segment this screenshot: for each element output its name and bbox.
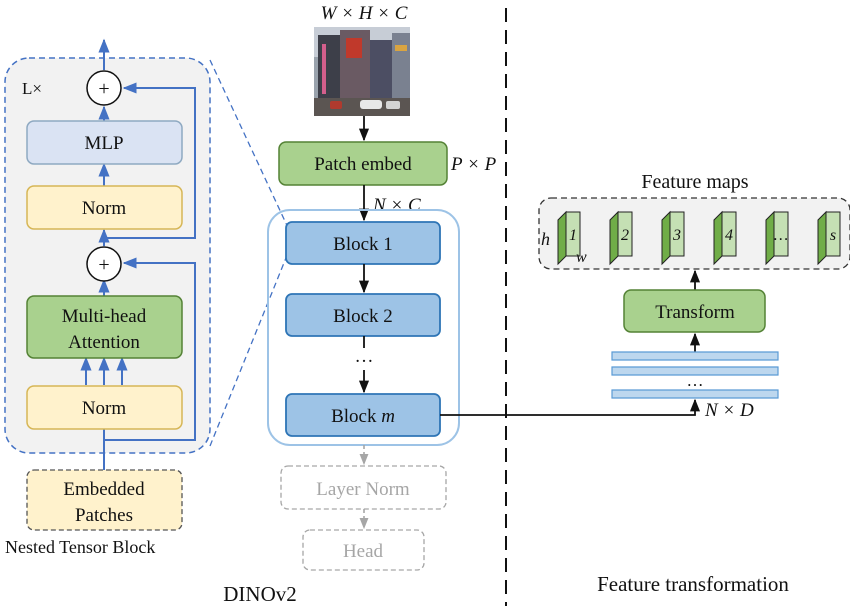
feature-map-3: 3 (661, 210, 685, 266)
norm-bottom-label: Norm (82, 398, 127, 419)
nested-tensor-block-panel: L× + + (4, 38, 211, 557)
patch-embed-label: Patch embed (314, 154, 412, 175)
norm-top-box (26, 185, 183, 230)
norm-top-label: Norm (82, 198, 127, 219)
transform-label: Transform (655, 302, 735, 323)
dinov2-caption: DINOv2 (223, 582, 297, 606)
block-1-label: Block 1 (333, 234, 393, 255)
feature-map-2: 2 (609, 210, 633, 266)
feature-map-label: 3 (672, 227, 681, 244)
feature-map-label: 4 (725, 227, 733, 244)
token-dims-label: N × D (704, 400, 754, 421)
feature-map-label: 2 (621, 227, 629, 244)
input-image (314, 27, 410, 116)
head-box (302, 529, 425, 571)
feature-map-6: s (817, 210, 841, 266)
feature-map-slabs: 1 2 3 4 … s (557, 210, 841, 266)
patch-size-label: P × P (450, 154, 497, 175)
transform-box (623, 289, 766, 333)
feature-transformation: Feature maps 1 2 3 4 … s h w Transform … N × … (538, 171, 850, 596)
block-m-label: Block m (331, 406, 395, 427)
embedded-patches-line1: Embedded (63, 479, 145, 500)
feature-map-label: 1 (569, 227, 577, 244)
residual-connection-1 (104, 257, 196, 441)
attention-label-line1: Multi-head (62, 306, 147, 327)
repeat-label: L× (22, 79, 42, 98)
patch-embed-box (278, 141, 448, 186)
layer-norm-box (280, 465, 447, 510)
residual-connection-2 (104, 82, 196, 239)
feature-map-height-label: h (541, 229, 550, 249)
feature-map-label: s (830, 227, 836, 244)
head-label: Head (343, 541, 384, 562)
attention-label-line2: Attention (68, 332, 140, 353)
dinov2-backbone: W × H × C Patch embed P × P N × C Bloc (223, 3, 496, 606)
feature-map-4: 4 (713, 210, 737, 266)
nested-tensor-block-caption: Nested Tensor Block (5, 537, 155, 557)
tokens-dims-label: N × C (372, 195, 421, 216)
norm-bottom-box (26, 385, 183, 430)
embedded-patches-box (26, 469, 183, 531)
zoom-line-bottom (209, 247, 291, 447)
add-node-bottom (86, 246, 122, 282)
block-1 (285, 221, 441, 265)
left-panel-connections (80, 38, 196, 470)
feature-transformation-caption: Feature transformation (597, 572, 789, 596)
embedded-patches-line2: Patches (75, 505, 133, 526)
add-node-top (86, 70, 122, 106)
input-dims-label: W × H × C (321, 3, 408, 24)
zoom-line-top (209, 59, 291, 233)
mlp-label: MLP (84, 133, 123, 154)
add-node-bottom-symbol: + (98, 254, 109, 276)
token-feature-stack (611, 351, 779, 399)
blockm-to-features-connector (440, 398, 701, 416)
add-node-top-symbol: + (98, 78, 109, 100)
layer-norm-label: Layer Norm (316, 479, 410, 500)
feature-map-label: … (774, 227, 788, 244)
feature-map-width-label: w (576, 249, 587, 266)
mlp-box (26, 120, 183, 165)
blocks-ellipsis: … (355, 346, 374, 367)
feature-map-1: 1 (557, 210, 581, 266)
attention-box (26, 295, 183, 359)
token-stack-ellipsis: … (687, 371, 704, 390)
block-2 (285, 293, 441, 337)
feature-map-5: … (765, 210, 789, 266)
feature-maps-title: Feature maps (641, 171, 748, 193)
block-2-label: Block 2 (333, 306, 393, 327)
